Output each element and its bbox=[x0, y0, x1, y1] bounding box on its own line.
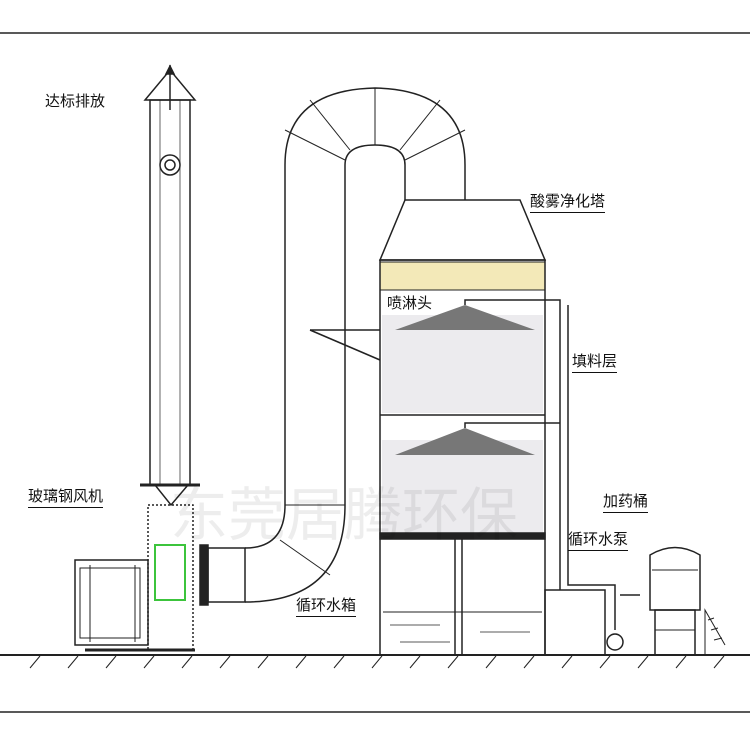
ground-hatch bbox=[523, 655, 535, 669]
ground bbox=[0, 654, 750, 669]
ground-hatch bbox=[561, 655, 573, 669]
label-tower: 酸雾净化塔 bbox=[530, 190, 606, 213]
fan-highlight bbox=[154, 544, 186, 601]
label-circulation-tank: 循环水箱 bbox=[296, 594, 357, 617]
ground-hatch bbox=[409, 655, 421, 669]
watermark: 东莞居腾环保 bbox=[170, 481, 518, 549]
circulation-piping bbox=[464, 299, 640, 656]
label-spray-head: 喷淋头 bbox=[387, 292, 433, 313]
ground-hatch bbox=[105, 655, 117, 669]
duct bbox=[199, 87, 466, 606]
ground-hatch bbox=[599, 655, 611, 669]
ground-hatch bbox=[29, 655, 41, 669]
ground-hatch bbox=[181, 655, 193, 669]
ground-hatch bbox=[257, 655, 269, 669]
ground-hatch bbox=[143, 655, 155, 669]
ground-hatch bbox=[447, 655, 459, 669]
label-dosing-tank: 加药桶 bbox=[603, 490, 649, 513]
fan-motor bbox=[74, 559, 195, 652]
ground-hatch bbox=[371, 655, 383, 669]
ground-hatch bbox=[295, 655, 307, 669]
ground-hatch bbox=[637, 655, 649, 669]
label-circulation-pump: 循环水泵 bbox=[568, 528, 629, 551]
ground-hatch bbox=[333, 655, 345, 669]
label-packing-layer: 填料层 bbox=[572, 350, 618, 373]
ground-hatch bbox=[67, 655, 79, 669]
ground-hatch bbox=[713, 655, 725, 669]
ground-hatch bbox=[219, 655, 231, 669]
ground-hatch bbox=[485, 655, 497, 669]
label-fan: 玻璃钢风机 bbox=[28, 485, 104, 508]
label-exhaust: 达标排放 bbox=[45, 92, 106, 110]
exhaust-stack bbox=[140, 64, 200, 651]
purification-tower bbox=[378, 199, 547, 656]
ground-hatch bbox=[675, 655, 687, 669]
dosing-tank bbox=[649, 546, 726, 656]
